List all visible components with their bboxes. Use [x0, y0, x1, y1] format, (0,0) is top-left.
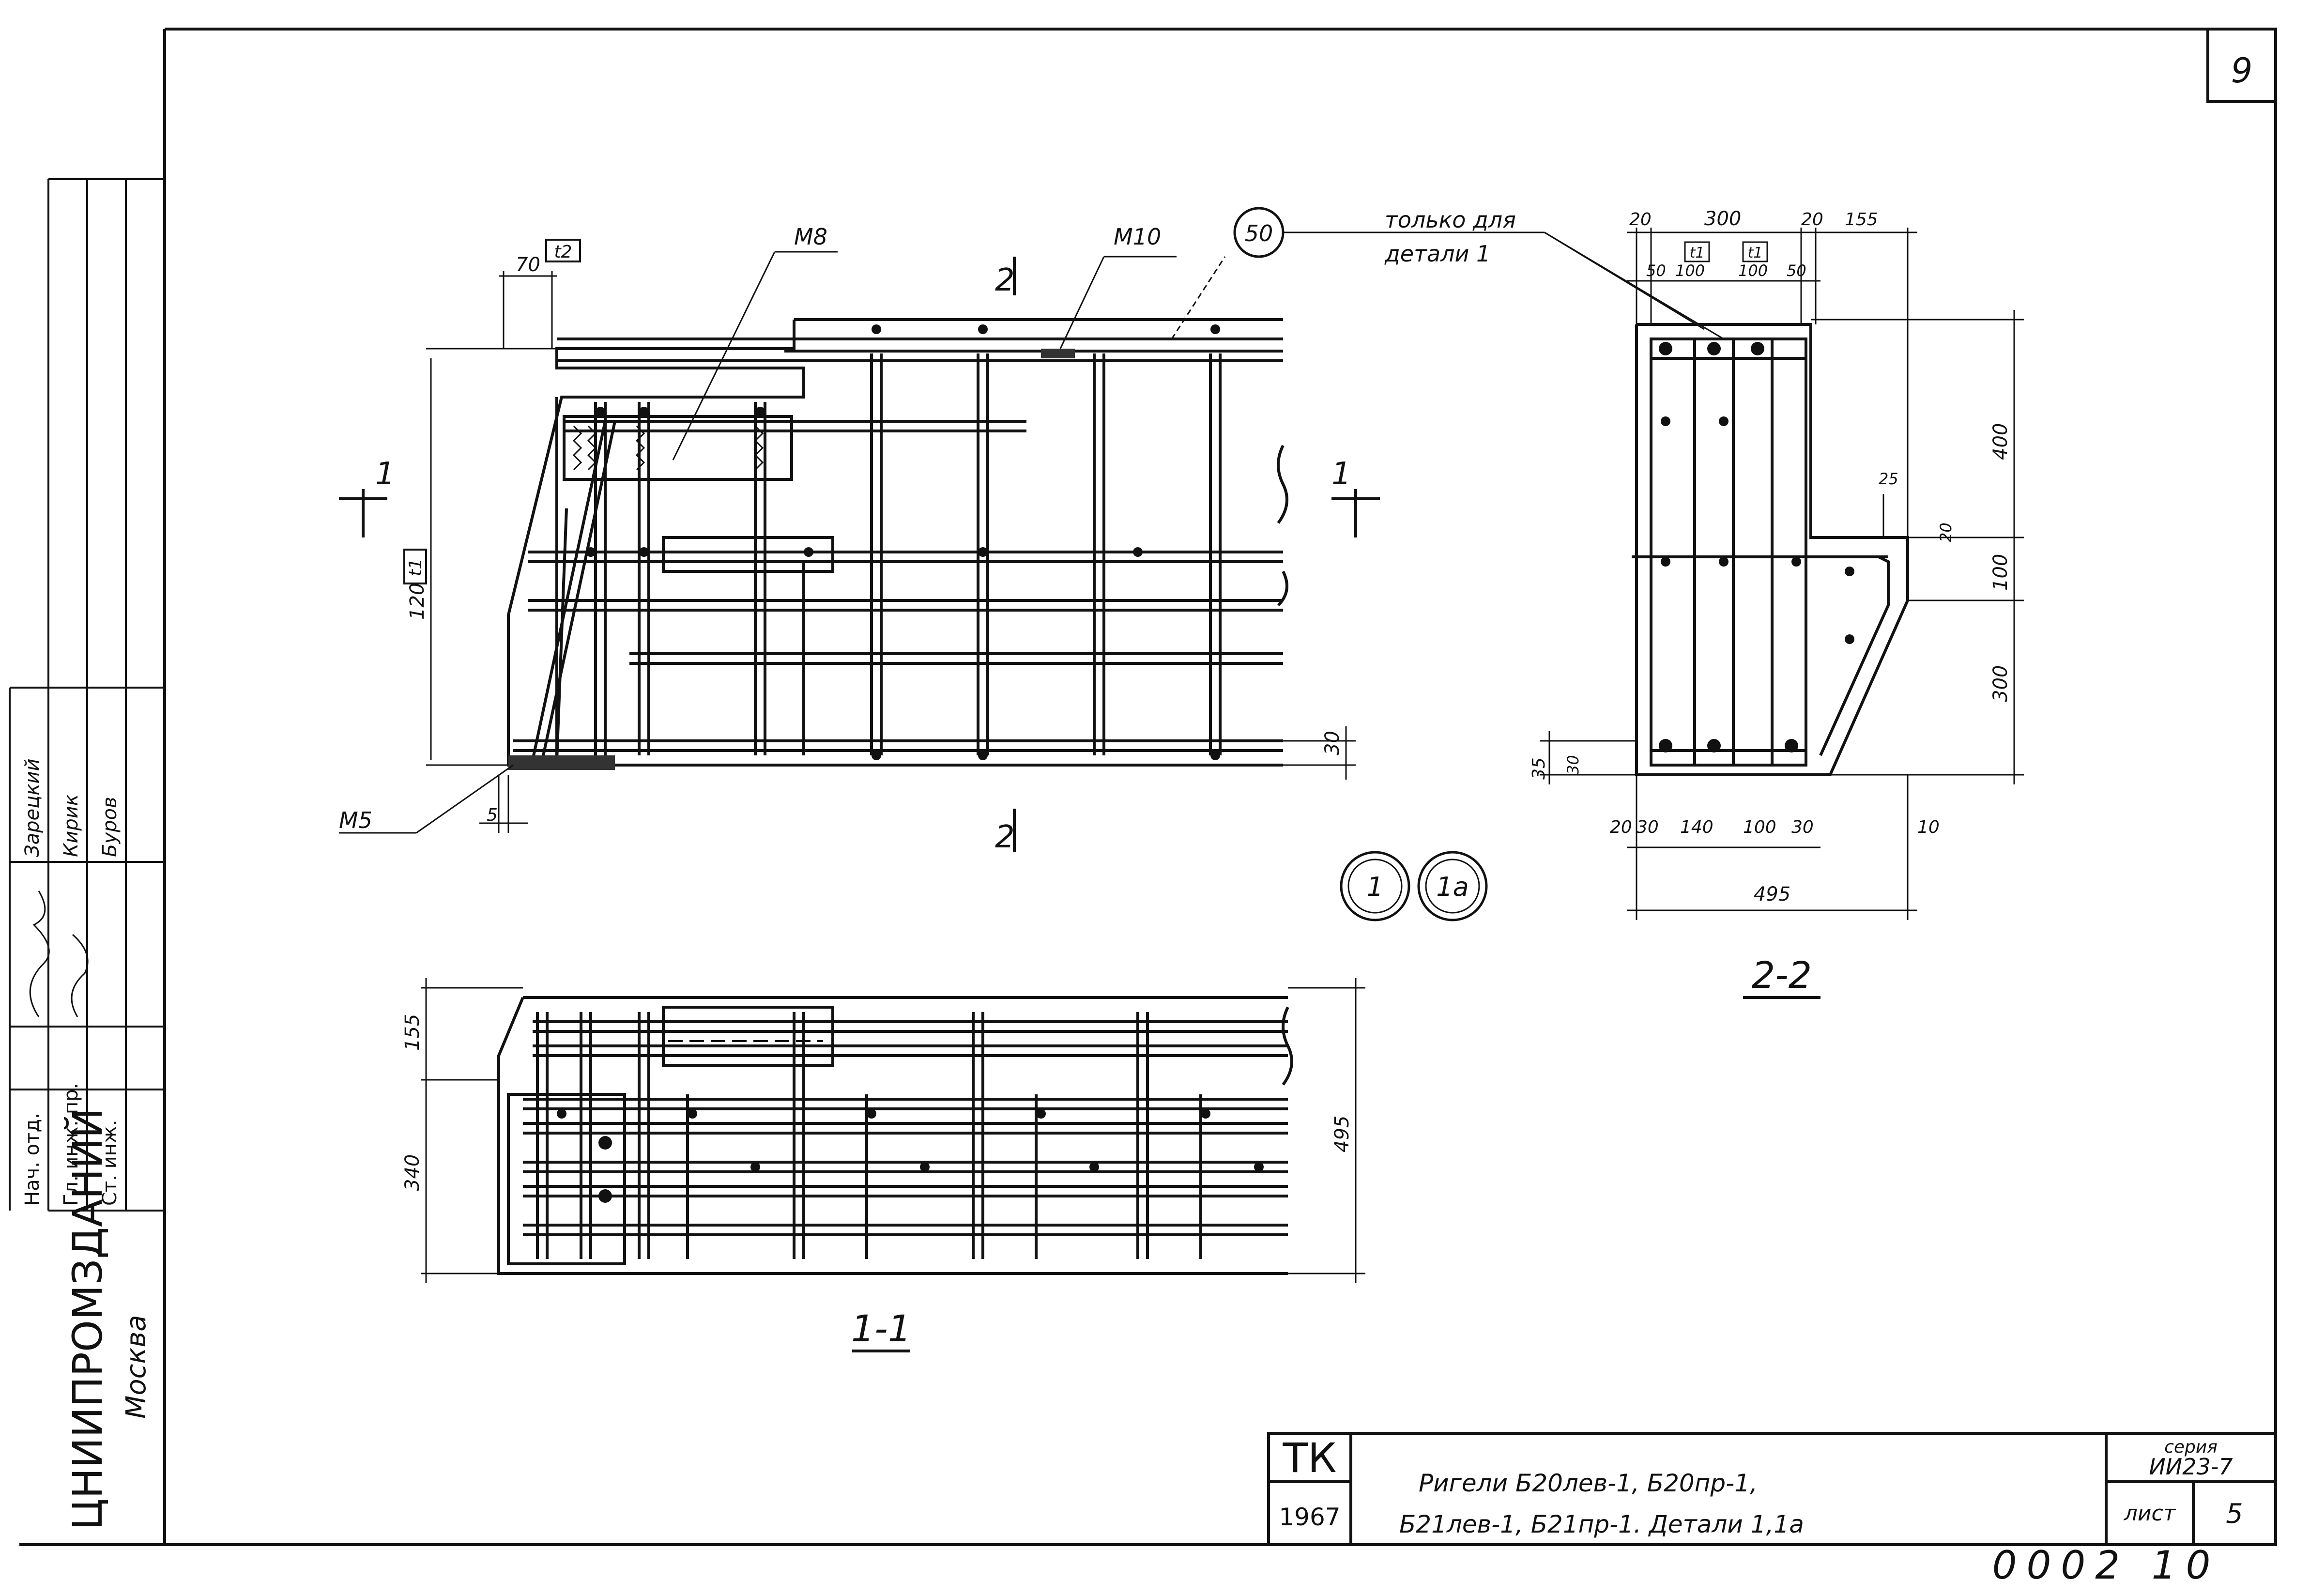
dim-120: 120 [406, 583, 428, 620]
sec11-dim-495: 495 [1331, 1116, 1353, 1152]
signature-2 [71, 934, 89, 1017]
label-m8: M8 [794, 224, 827, 250]
sec22-dim-50a: 50 [1646, 261, 1666, 280]
sec22-dim-20b: 20 [1801, 210, 1823, 230]
stamp-name-2: Кирик [60, 794, 82, 857]
stamp-name-3: Буров [99, 797, 121, 857]
sheet-frame [19, 28, 2277, 1546]
sec22-dim-b30b: 30 [1791, 817, 1814, 837]
stamp-role-1: Нач. отд. [21, 1113, 44, 1206]
elevation-view: M8 M10 M5 t2 t1 1 1 2 2 [339, 224, 1380, 855]
sheet-label: лист [2124, 1501, 2176, 1526]
signature-1 [29, 890, 50, 1017]
sec22-dim-10: 10 [1917, 817, 1940, 837]
stamp-city: Москва [121, 1315, 152, 1419]
sec22-dim-100b: 100 [1738, 261, 1768, 280]
stamp-name-1: Зарецкий [21, 758, 44, 857]
sec22-dim-155: 155 [1845, 210, 1878, 230]
sec11-dim-340: 340 [401, 1154, 424, 1191]
title-code: ТК [1283, 1434, 1337, 1482]
section-mark-1-left: 1 [375, 456, 395, 492]
callout-50-text: 50 [1245, 220, 1273, 246]
dim-5: 5 [487, 805, 498, 825]
series-value: ИИ23-7 [2149, 1454, 2233, 1480]
sec22-t1a: t1 [1690, 245, 1705, 261]
sec11-dim-155: 155 [401, 1014, 424, 1051]
label-t2: t2 [554, 242, 572, 262]
sec22-dim-b20: 20 [1610, 817, 1632, 837]
sec22-dim-20c: 20 [1937, 522, 1955, 542]
stamp-role-2: Гл. инж. пр. [60, 1083, 82, 1206]
stamp-role-3: Ст. инж. [99, 1120, 121, 1206]
sheet-number: 9 [2231, 51, 2253, 91]
sec22-t1b: t1 [1748, 245, 1763, 261]
sec22-dim-35: 35 [1529, 757, 1549, 780]
detail-1a: 1а [1436, 872, 1469, 902]
side-stamp: ЦНИИПРОМЗДАНИЙ Москва Нач. отд. Гл. инж.… [9, 178, 165, 1530]
title-line1: Ригели Б20лев-1, Б20пр-1, [1419, 1469, 1758, 1497]
label-m5: M5 [339, 807, 372, 833]
sheet-number-box: 9 [2206, 28, 2277, 103]
sec22-title: 2-2 [1752, 953, 1812, 997]
label-m10: M10 [1114, 224, 1161, 250]
sec22-dim-100v: 100 [1989, 554, 2012, 591]
sec22-dim-b140: 140 [1680, 817, 1713, 837]
section-mark-2-bottom: 2 [995, 819, 1015, 855]
section-1-1: 155 340 495 1-1 [401, 978, 1365, 1352]
sheet-stamp: 0002 10 [1992, 1543, 2220, 1588]
section-mark-1-right: 1 [1331, 456, 1351, 492]
section-mark-2-top: 2 [995, 262, 1015, 298]
sec22-dim-400: 400 [1989, 423, 2012, 460]
sec11-title: 1-1 [851, 1307, 911, 1350]
callout-50: 50 только для детали 1 [1233, 207, 1724, 340]
stamp-org: ЦНИИПРОМЗДАНИЙ [64, 1108, 111, 1530]
title-year: 1967 [1279, 1503, 1340, 1531]
sec22-dim-100a: 100 [1675, 261, 1705, 280]
section-2-2: t1 t1 20 300 20 155 50 100 100 50 400 10… [1529, 208, 2024, 999]
title-line2: Б21лев-1, Б21пр-1. Детали 1,1а [1399, 1510, 1804, 1538]
sec22-dim-20a: 20 [1629, 210, 1652, 230]
sec22-dim-30v: 30 [1564, 755, 1582, 775]
sec22-dim-300v: 300 [1989, 665, 2012, 702]
sheet-value: 5 [2226, 1498, 2243, 1530]
detail-1: 1 [1367, 872, 1383, 902]
detail-callouts: 1 1а [1340, 851, 1488, 921]
sec22-dim-25: 25 [1879, 470, 1898, 488]
sec22-dim-b30: 30 [1637, 817, 1659, 837]
sec22-dim-495: 495 [1754, 883, 1790, 905]
sec22-dim-50b: 50 [1787, 261, 1806, 280]
title-block: ТК 1967 Ригели Б20лев-1, Б20пр-1, Б21лев… [1267, 1432, 2277, 1546]
leader-note-line1: только для [1385, 207, 1516, 233]
leader-note-line2: детали 1 [1384, 241, 1490, 267]
sec22-dim-b100: 100 [1743, 817, 1776, 837]
dim-70: 70 [516, 254, 540, 276]
series-label: серия [2164, 1437, 2218, 1457]
sec22-dim-300: 300 [1704, 208, 1741, 230]
label-t1: t1 [406, 558, 426, 576]
dim-30: 30 [1321, 731, 1344, 755]
